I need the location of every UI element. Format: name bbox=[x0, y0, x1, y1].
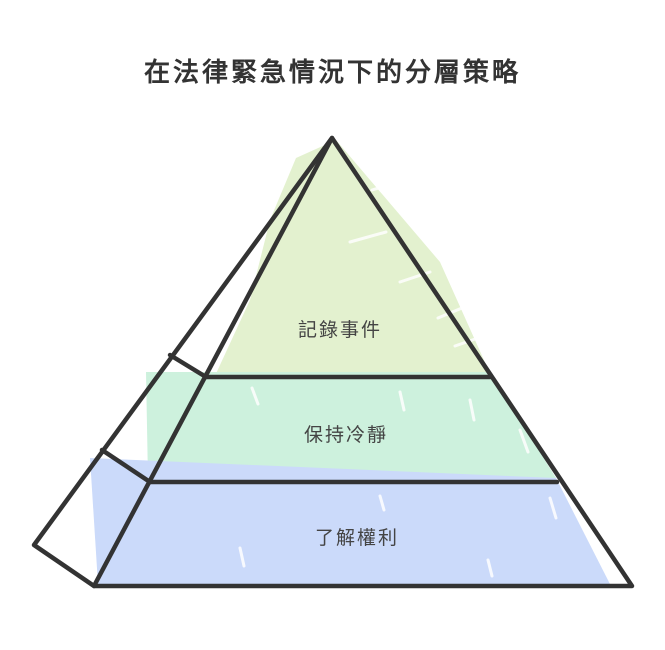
tier-bottom-fill bbox=[90, 458, 612, 588]
pyramid-left-edge bbox=[91, 135, 335, 589]
tier-middle-fill bbox=[146, 372, 556, 480]
sketch-hatching bbox=[238, 182, 558, 578]
side-divider-top bbox=[167, 352, 209, 380]
diagram-title: 在法律緊急情況下的分層策略 bbox=[143, 58, 521, 88]
tier-label-top: 記錄事件 bbox=[298, 319, 382, 341]
side-divider-bottom bbox=[99, 447, 153, 485]
tier-top-fill bbox=[214, 140, 492, 378]
tier-label-middle: 保持冷靜 bbox=[304, 424, 388, 446]
tier-label-bottom: 了解權利 bbox=[315, 527, 399, 549]
